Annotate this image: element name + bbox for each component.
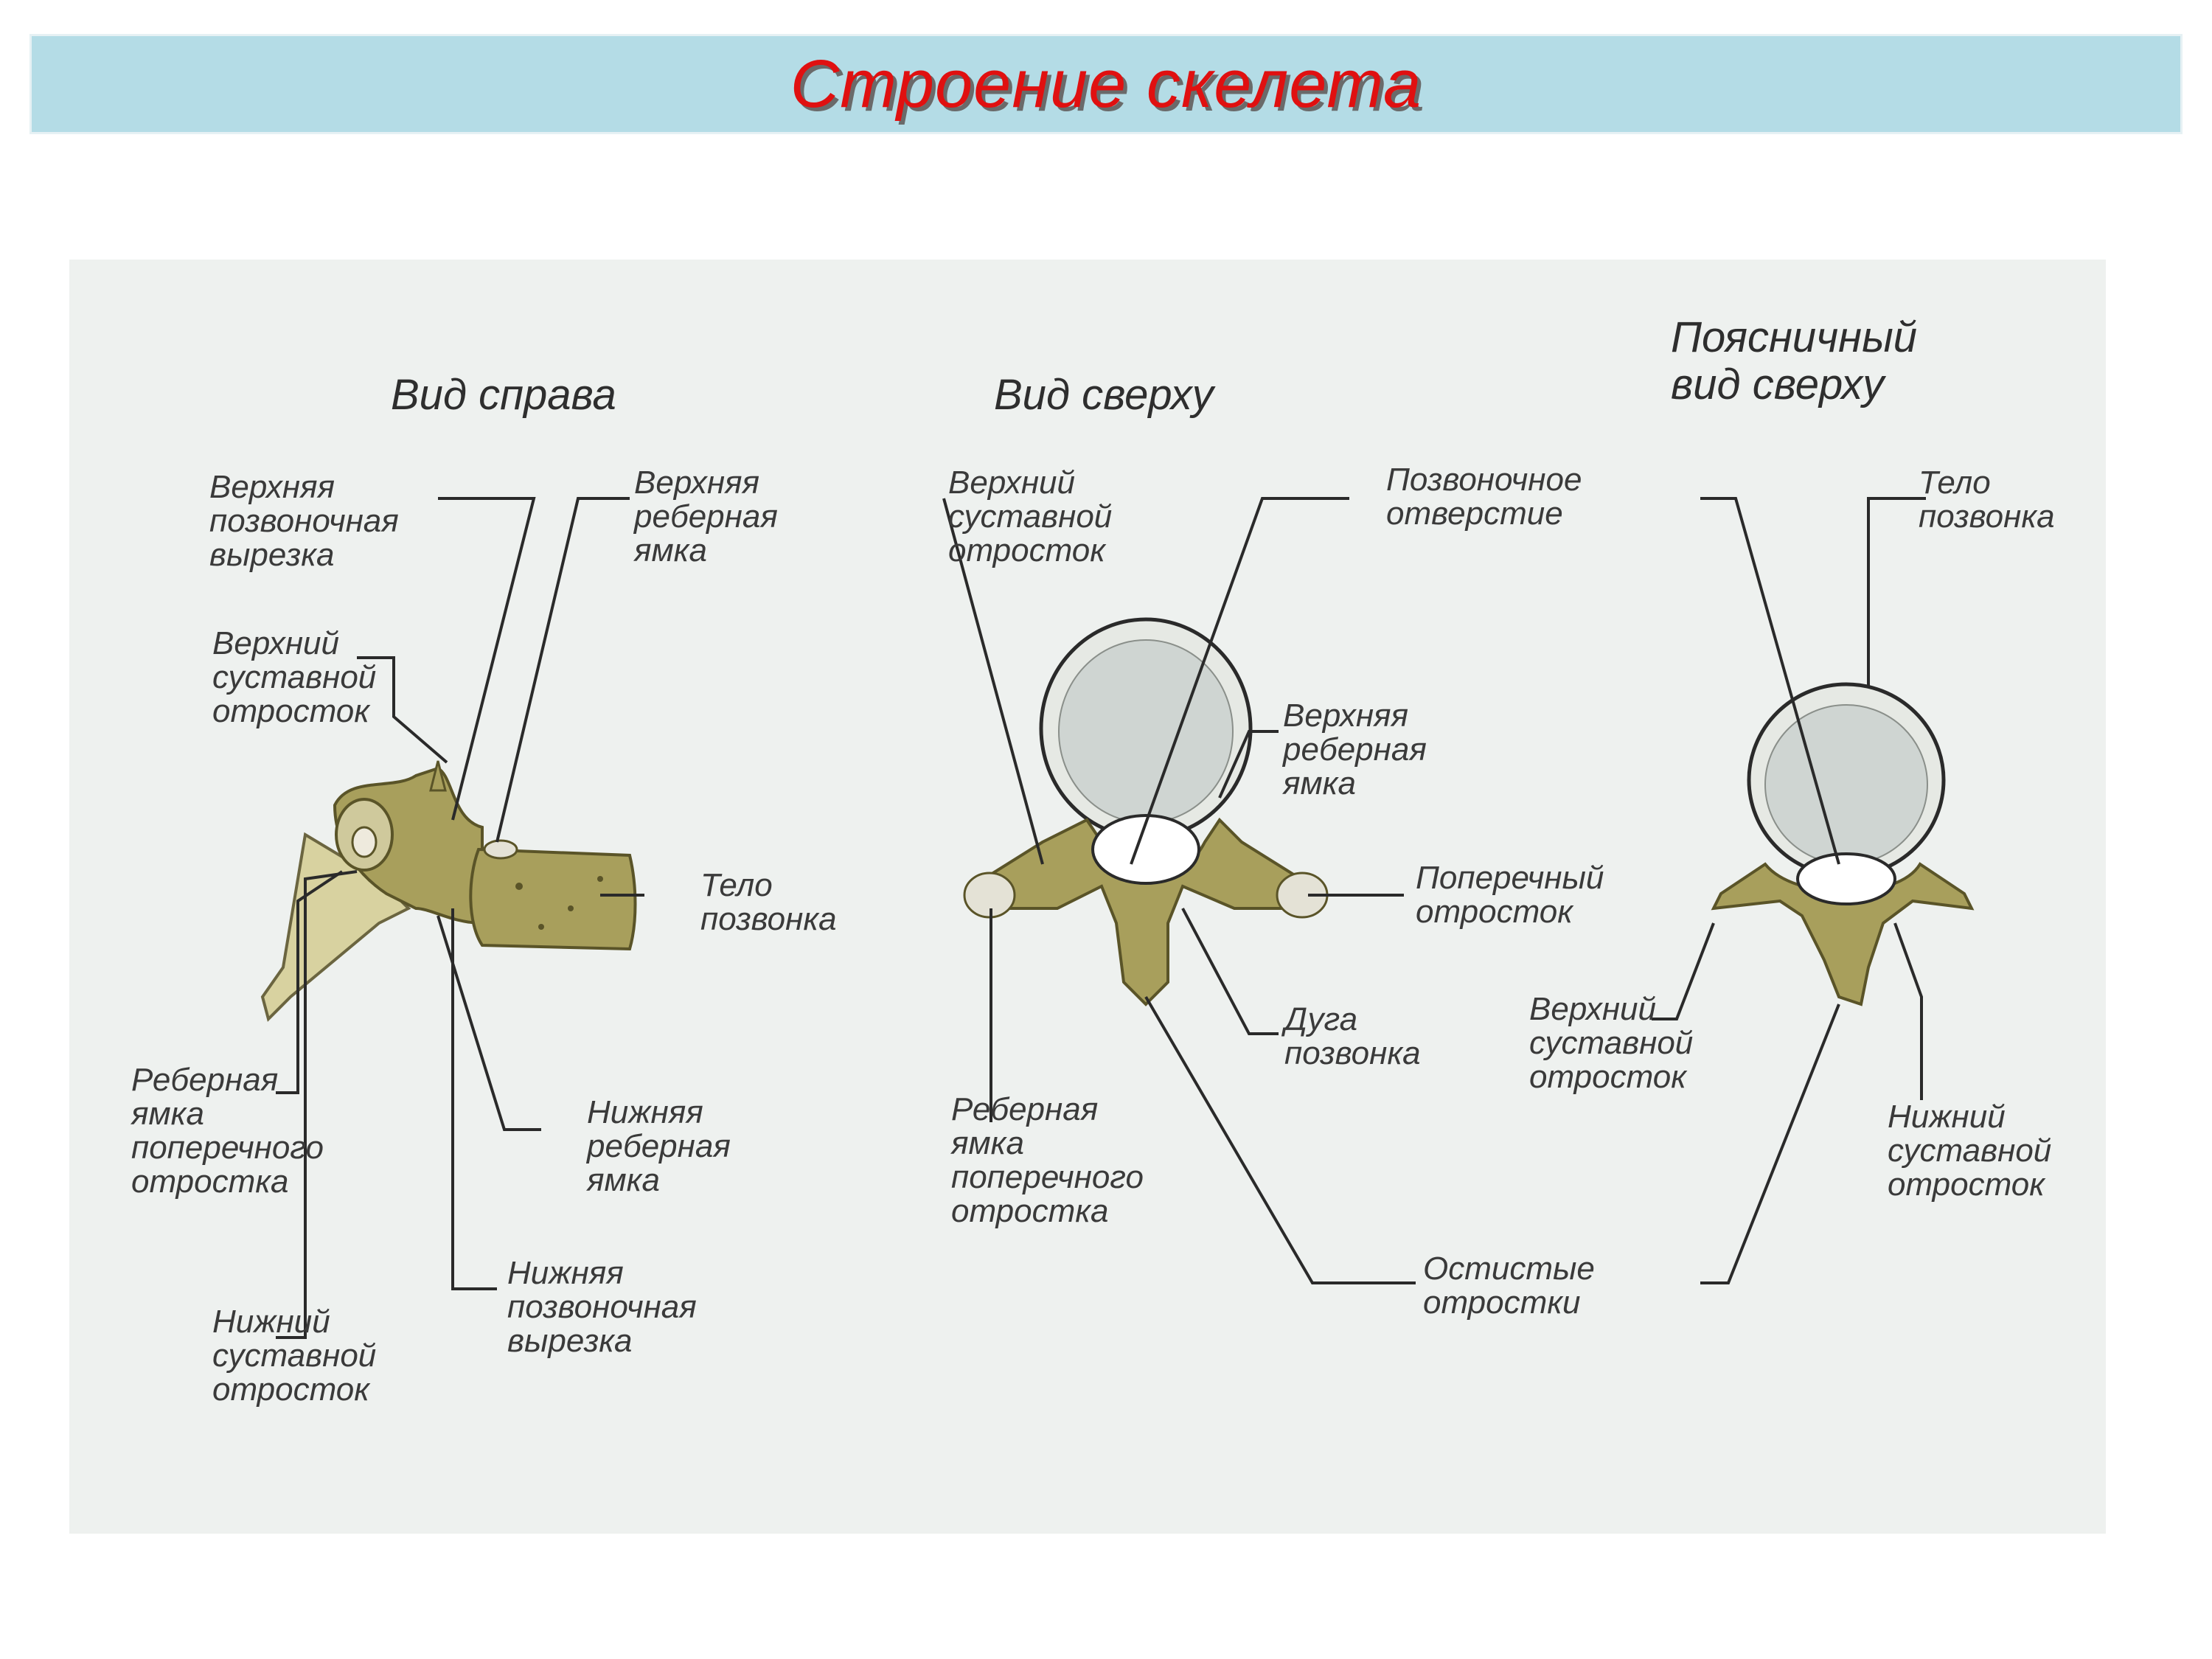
label-lower-vertebral-notch: Нижняя позвоночная вырезка — [507, 1255, 697, 1359]
side-leader-lines — [276, 497, 644, 1339]
label-inferior-articular-process-lumbar: Нижний суставной отросток — [1888, 1099, 2052, 1203]
label-transverse-costal-fovea-top: Реберная ямка поперечного отростка — [951, 1091, 1144, 1229]
label-inferior-articular-process-side: Нижний суставной отросток — [212, 1304, 377, 1408]
label-vertebral-foramen: Позвоночное отверстие — [1386, 462, 1582, 532]
title-bar: Строение скелета — [29, 34, 2183, 134]
slide-title: Строение скелета — [790, 46, 1422, 122]
label-transverse-costal-fovea-side: Реберная ямка поперечного отростка — [131, 1062, 324, 1200]
top-vertebra-illustration — [963, 617, 1329, 1006]
heading-right-view: Вид справа — [391, 371, 616, 419]
label-superior-articular-process-top: Верхний суставной отросток — [948, 465, 1113, 568]
label-upper-vertebral-notch: Верхняя позвоночная вырезка — [209, 469, 399, 573]
label-superior-articular-process-side: Верхний суставной отросток — [212, 625, 377, 729]
label-upper-costal-fovea-top: Верхняя реберная ямка — [1283, 698, 1427, 801]
label-lower-costal-fovea: Нижняя реберная ямка — [587, 1094, 731, 1198]
vertebra-drawing — [260, 497, 1975, 1339]
label-vertebral-body-side: Тело позвонка — [700, 867, 837, 937]
label-upper-costal-fovea-side: Верхняя реберная ямка — [634, 465, 778, 568]
label-vertebral-arch: Дуга позвонка — [1284, 1001, 1421, 1071]
heading-top-view: Вид сверху — [994, 371, 1214, 419]
side-vertebra-illustration — [260, 760, 637, 1022]
label-transverse-process: Поперечный отросток — [1416, 860, 1604, 930]
label-vertebral-body-lumbar: Тело позвонка — [1919, 465, 2055, 535]
heading-lumbar-top-view: Поясничный вид сверху — [1671, 313, 1918, 408]
lumbar-leader-lines — [1652, 497, 1926, 1284]
label-superior-articular-process-lumbar: Верхний суставной отросток — [1529, 991, 1694, 1095]
top-leader-lines — [942, 497, 1416, 1284]
lumbar-vertebra-illustration — [1711, 682, 1975, 1006]
label-spinous-processes: Остистые отростки — [1423, 1251, 1595, 1321]
vertebra-figure: Вид справа Вид сверху Поясничный вид све… — [69, 260, 2106, 1534]
